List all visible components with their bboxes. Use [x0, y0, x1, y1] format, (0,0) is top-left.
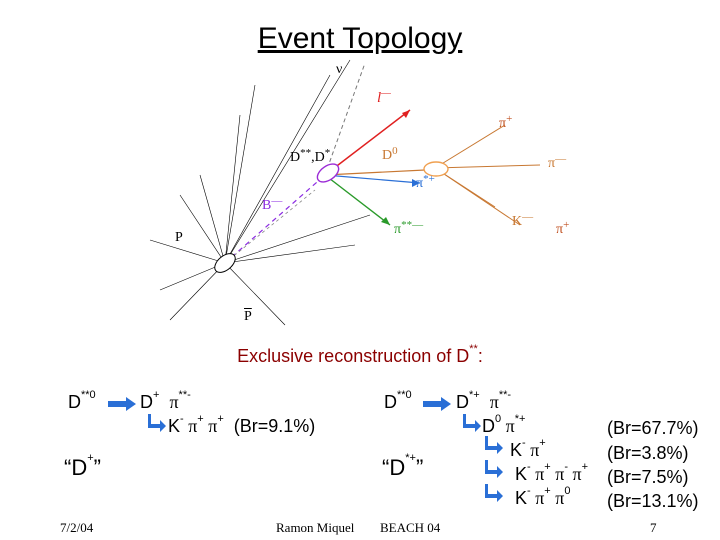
left-hook-arrow-icon	[148, 414, 166, 432]
right-daughters: D*+ π**-	[456, 392, 511, 413]
d0-track	[325, 170, 425, 175]
primary-tracks	[150, 60, 370, 325]
pi-minus-label: π—	[548, 156, 566, 172]
page-title: Event Topology	[0, 22, 720, 56]
footer-date: 7/2/04	[60, 520, 93, 536]
right-br-2: (Br=3.8%)	[607, 443, 689, 464]
right-decay-4: K- π+ π0	[515, 488, 570, 509]
footer-page-number: 7	[650, 520, 657, 536]
left-subdecay: K- π+ π+ (Br=9.1%)	[168, 416, 315, 437]
d0-decay-tracks	[435, 125, 540, 225]
pistarstar-track	[325, 175, 390, 225]
right-decay-2: K- π+	[510, 440, 546, 461]
p-label: P	[175, 230, 183, 246]
lepton-label: l—	[377, 90, 391, 107]
left-parent: D**0	[68, 392, 96, 413]
k-minus-label: K—	[512, 214, 533, 230]
event-topology-diagram	[140, 55, 580, 335]
left-daughters: D+ π**-	[140, 392, 191, 413]
pistar-label: π*+	[416, 176, 435, 192]
neutrino-track	[325, 63, 365, 175]
pistar-track	[325, 175, 420, 183]
left-arrow-icon	[108, 397, 136, 411]
bbar-label: B—	[262, 198, 282, 214]
right-parent: D**0	[384, 392, 412, 413]
footer-author: Ramon Miquel	[276, 520, 354, 536]
left-tag: “D+”	[64, 455, 101, 481]
nubar-label: ν	[336, 62, 342, 78]
right-hook-arrow-icon-4	[485, 484, 503, 502]
right-hook-arrow-icon-3	[485, 460, 503, 478]
pbar-label: P	[244, 309, 252, 325]
right-br-1: (Br=67.7%)	[607, 418, 699, 439]
footer-conference: BEACH 04	[380, 520, 440, 536]
pi-plus-top-label: π+	[499, 116, 512, 132]
right-br-3: (Br=7.5%)	[607, 467, 689, 488]
dstar-label: D**,D*	[290, 150, 330, 166]
d0-label: D0	[382, 148, 398, 164]
right-hook-arrow-icon-1	[463, 414, 481, 432]
right-hook-arrow-icon-2	[485, 436, 503, 454]
right-br-4: (Br=13.1%)	[607, 491, 699, 512]
pi-plus-right-label: π+	[556, 222, 569, 238]
pistarstar-label: π**—	[394, 222, 423, 238]
right-decay-3: K- π+ π- π+	[515, 464, 588, 485]
right-decay-1: D0 π*+	[482, 416, 525, 437]
b-dashed-track	[225, 175, 325, 263]
right-tag: “D*+”	[382, 455, 423, 481]
subtitle: Exclusive reconstruction of D**:	[0, 346, 720, 367]
right-arrow-icon	[423, 397, 451, 411]
